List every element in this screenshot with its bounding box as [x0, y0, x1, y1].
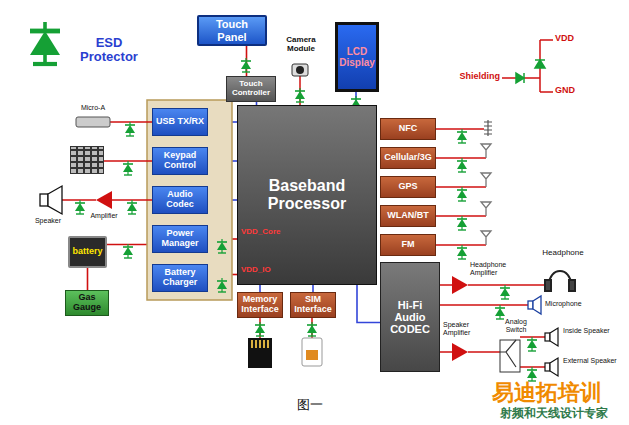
box-label: Battery Charger	[156, 268, 204, 288]
codec-box: Hi-Fi Audio CODEC	[380, 262, 440, 372]
rf-wires	[436, 129, 486, 245]
shield-diodes	[516, 60, 545, 83]
speaker-icon	[40, 186, 62, 214]
box-label: LCD Display	[339, 46, 375, 68]
box-label: NFC	[399, 124, 418, 134]
part-name: Inside Speaker	[563, 327, 623, 335]
part-name: Analog Switch	[496, 318, 536, 333]
radio-box: NFC	[380, 118, 436, 140]
interface-box: Memory Interface	[237, 292, 283, 318]
interface-box: SIM Interface	[290, 292, 336, 318]
controller-box: Touch Controller	[226, 76, 276, 102]
box-label: Cellular/3G	[384, 153, 432, 163]
signal-name: GND	[555, 86, 585, 96]
battery-icon: battery	[68, 236, 107, 268]
interface-box: USB TX/RX	[152, 108, 208, 136]
interface-box: Keypad Control	[152, 147, 208, 175]
signal-name: VDD_Core	[241, 228, 301, 237]
sim-card	[302, 338, 322, 366]
audio-wires	[440, 285, 545, 367]
analog-switch-box	[500, 340, 520, 372]
radio-box: FM	[380, 234, 436, 256]
headphone-icon	[545, 271, 575, 291]
radio-box: GPS	[380, 176, 436, 198]
microsd-pins	[251, 340, 269, 348]
part-name: External Speaker	[563, 357, 623, 365]
antenna-symbols	[481, 144, 491, 245]
nfc-coil	[484, 120, 492, 136]
part-name: Speaker Amplifier	[443, 321, 493, 336]
camera-icon	[292, 64, 308, 76]
part-name: Speaker	[28, 217, 68, 225]
part-name: Microphone	[545, 300, 605, 308]
legend-title: ESD Protector	[72, 36, 146, 65]
interface-box: Power Manager	[152, 225, 208, 253]
box-label: Baseband Processor	[241, 177, 373, 212]
signal-name: Shielding	[448, 72, 500, 82]
micro-a-connector	[76, 117, 110, 127]
keypad-icon	[70, 146, 104, 174]
processor-box: Baseband Processor	[237, 105, 377, 285]
connector	[357, 285, 380, 323]
box-label: Touch Panel	[202, 18, 262, 42]
speaker-amplifier-symbol	[452, 343, 468, 361]
radio-box: WLAN/BT	[380, 205, 436, 227]
connector	[87, 268, 89, 290]
box-label: Power Manager	[156, 229, 204, 249]
sim-chip	[306, 350, 318, 360]
box-label: USB TX/RX	[156, 117, 204, 127]
peripheral-band	[147, 100, 232, 300]
box-label: Memory Interface	[241, 295, 279, 315]
keypad-keys	[71, 147, 103, 173]
interface-box: Battery Charger	[152, 264, 208, 292]
amplifier-symbol	[96, 191, 112, 209]
touch-panel: Touch Panel	[197, 15, 267, 46]
signal-name: VDD	[555, 34, 585, 44]
connector	[107, 244, 152, 246]
lcd-display: LCD Display	[335, 22, 379, 92]
figure-caption: 图一	[280, 398, 340, 412]
radio-box: Cellular/3G	[380, 147, 436, 169]
box-label: Hi-Fi Audio CODEC	[384, 299, 436, 335]
box-label: Gas Gauge	[69, 293, 105, 313]
part-name: Camera Module	[276, 36, 326, 54]
interface-box: Audio Codec	[152, 186, 208, 214]
part-name: Headphone	[538, 249, 588, 258]
analog-switch-blade	[500, 340, 516, 367]
box-label: WLAN/BT	[387, 211, 429, 221]
box-label: Touch Controller	[230, 80, 272, 98]
part-name: Headphone Amplifier	[470, 261, 530, 276]
headphone-amplifier-symbol	[452, 276, 468, 294]
speaker-icons	[545, 328, 558, 376]
device-wires	[62, 122, 152, 200]
box-label: SIM Interface	[294, 295, 332, 315]
camera-lens	[296, 66, 304, 74]
connector	[312, 285, 314, 292]
connector	[259, 285, 261, 292]
esd-symbol	[30, 22, 60, 64]
box-label: Keypad Control	[156, 151, 204, 171]
microphone-icon	[528, 296, 541, 314]
box-label: FM	[402, 240, 415, 250]
watermark: 易迪拓培训	[492, 381, 624, 405]
box-label: battery	[73, 247, 103, 257]
signal-name: VDD_IO	[241, 266, 301, 275]
box-label: Audio Codec	[156, 190, 204, 210]
part-name: Micro-A	[72, 104, 114, 112]
card-wires	[260, 318, 312, 338]
watermark: 射频和天线设计专家	[500, 407, 624, 420]
part-name: Amplifier	[86, 212, 122, 220]
gauge-box: Gas Gauge	[65, 290, 109, 316]
box-label: GPS	[398, 182, 417, 192]
shield-wires	[502, 40, 553, 92]
microsd-card	[248, 338, 272, 368]
